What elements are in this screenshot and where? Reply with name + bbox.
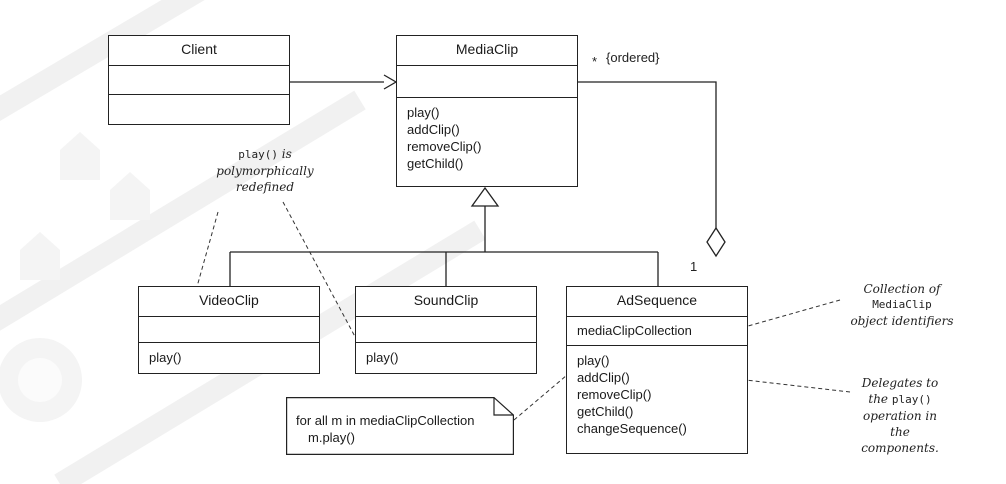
operation: getChild() bbox=[577, 404, 634, 419]
operation: changeSequence() bbox=[577, 421, 687, 436]
class-adsequence: AdSequence mediaClipCollection play() ad… bbox=[566, 286, 748, 454]
multiplicity-many: * bbox=[592, 54, 598, 69]
note-text: for all m in mediaClipCollection m.play(… bbox=[296, 412, 474, 446]
generalization-triangle bbox=[470, 186, 500, 207]
operation: addClip() bbox=[577, 370, 630, 385]
annotation-code: play() bbox=[891, 393, 932, 406]
association-arrowhead bbox=[383, 74, 398, 90]
operation: play() bbox=[577, 353, 610, 368]
attributes-compartment bbox=[356, 317, 536, 343]
annotation-code: MediaClip bbox=[872, 298, 932, 311]
annotation-collection: Collection of MediaClip object identifie… bbox=[834, 281, 970, 329]
operation: play() bbox=[366, 350, 399, 365]
annotation-text: polymorphically bbox=[216, 164, 314, 178]
annotation-text: operation in bbox=[863, 409, 937, 423]
class-name: SoundClip bbox=[356, 287, 536, 317]
multiplicity-ordered: {ordered} bbox=[606, 50, 660, 65]
poly-arrow-videoclip bbox=[181, 211, 219, 341]
poly-arrow-soundclip bbox=[282, 201, 361, 347]
operations-compartment: play() bbox=[356, 343, 536, 370]
class-mediaclip: MediaClip play() addClip() removeClip() … bbox=[396, 35, 578, 187]
annotation-text: Collection of bbox=[863, 282, 941, 296]
annotation-text: object identifiers bbox=[850, 314, 954, 328]
annotation-text: redefined bbox=[235, 180, 295, 194]
note-shape bbox=[286, 397, 514, 455]
annotation-text: Delegates to bbox=[861, 376, 939, 390]
annotation-text: the bbox=[890, 425, 910, 439]
class-client: Client bbox=[108, 35, 290, 125]
annotation-polymorphic: play() is polymorphically redefined bbox=[190, 146, 340, 195]
operations-compartment: play() addClip() removeClip() getChild()… bbox=[567, 346, 747, 441]
operation: play() bbox=[407, 105, 440, 120]
operation: play() bbox=[149, 350, 182, 365]
annotation-text: the bbox=[868, 392, 889, 406]
annotation-text: components. bbox=[861, 441, 939, 455]
multiplicity-one: 1 bbox=[690, 259, 698, 274]
collection-arrow bbox=[733, 299, 841, 331]
operation: getChild() bbox=[407, 156, 464, 171]
operation: removeClip() bbox=[577, 387, 652, 402]
note-line-1: for all m in mediaClipCollection bbox=[296, 413, 475, 428]
aggregation-line bbox=[578, 81, 717, 228]
note-line-2: m.play() bbox=[308, 430, 355, 445]
class-videoclip: VideoClip play() bbox=[138, 286, 320, 374]
attributes-compartment: mediaClipCollection bbox=[567, 317, 747, 346]
attributes-compartment bbox=[109, 66, 289, 95]
class-soundclip: SoundClip play() bbox=[355, 286, 537, 374]
operations-compartment: play() addClip() removeClip() getChild() bbox=[397, 98, 577, 176]
class-name: AdSequence bbox=[567, 287, 747, 317]
operation: removeClip() bbox=[407, 139, 482, 154]
annotation-text: is bbox=[281, 147, 292, 161]
annotation-delegates: Delegates to the play() operation in the… bbox=[832, 375, 968, 456]
attributes-compartment bbox=[139, 317, 319, 343]
aggregation-diamond bbox=[706, 226, 726, 258]
attribute: mediaClipCollection bbox=[577, 323, 692, 338]
code-note: for all m in mediaClipCollection m.play(… bbox=[286, 397, 514, 455]
class-name: VideoClip bbox=[139, 287, 319, 317]
operations-compartment: play() bbox=[139, 343, 319, 370]
attributes-compartment bbox=[397, 66, 577, 98]
annotation-code: play() bbox=[238, 148, 278, 161]
class-name: MediaClip bbox=[397, 36, 577, 66]
class-name: Client bbox=[109, 36, 289, 66]
operation: addClip() bbox=[407, 122, 460, 137]
